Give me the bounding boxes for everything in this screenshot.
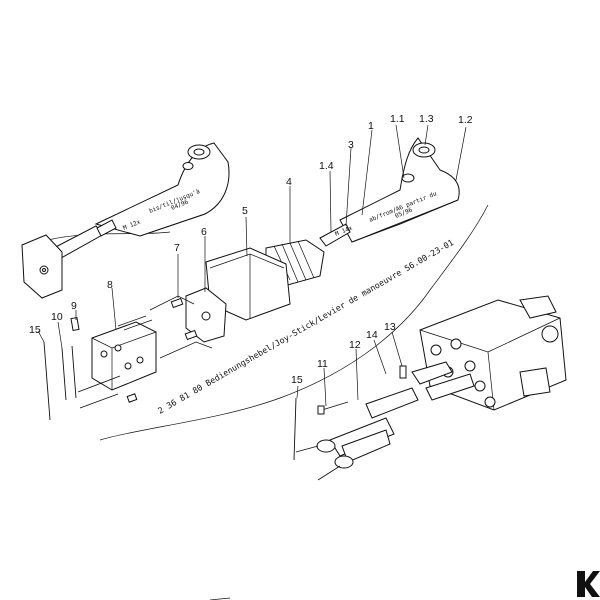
callout-11: 11 (317, 358, 328, 370)
callout-8: 8 (107, 279, 113, 291)
housing-5 (205, 247, 291, 321)
callout-1: 1 (368, 120, 374, 132)
joystick-lever-old: M 12x bis/til/jusqu'à 04/96 (21, 142, 230, 299)
rods-15-right (293, 397, 297, 461)
callout-1-3: 1.3 (419, 113, 434, 125)
callout-13: 13 (384, 321, 396, 333)
callout-5: 5 (242, 205, 248, 217)
callout-9: 9 (71, 300, 77, 312)
callout-4: 4 (286, 176, 292, 188)
separator-line-main (99, 204, 489, 441)
bowden-cables-12 (295, 387, 419, 481)
valve-fittings-13-14 (399, 361, 475, 401)
pin-9 (70, 316, 80, 332)
callout-1-1: 1.1 (390, 113, 405, 125)
callout-1-2: 1.2 (458, 114, 473, 126)
brand-logo (577, 571, 600, 597)
callout-1-4: 1.4 (319, 160, 334, 172)
screws-10 (61, 345, 138, 403)
callout-3: 3 (348, 139, 354, 151)
callout-14: 14 (366, 329, 378, 341)
callout-12: 12 (349, 339, 361, 351)
separator-line-top (47, 231, 171, 241)
bolt-11 (317, 401, 349, 415)
cable-connector-7 (149, 295, 213, 359)
callout-7: 7 (174, 242, 180, 254)
callouts: 1 1.1 1.2 1.3 1.4 3 4 5 6 7 8 9 10 11 12… (29, 113, 473, 407)
callout-10: 10 (51, 311, 63, 323)
joystick-lever-new: M 14x ab/from/A6 partir du 05/96 (319, 137, 460, 247)
callout-15-left: 15 (29, 324, 41, 336)
mounting-plate-6 (185, 287, 227, 343)
switch-block-8 (91, 315, 157, 391)
callout-6: 6 (201, 226, 207, 238)
callout-15-right: 15 (291, 374, 303, 386)
rods-15-left (43, 341, 121, 421)
